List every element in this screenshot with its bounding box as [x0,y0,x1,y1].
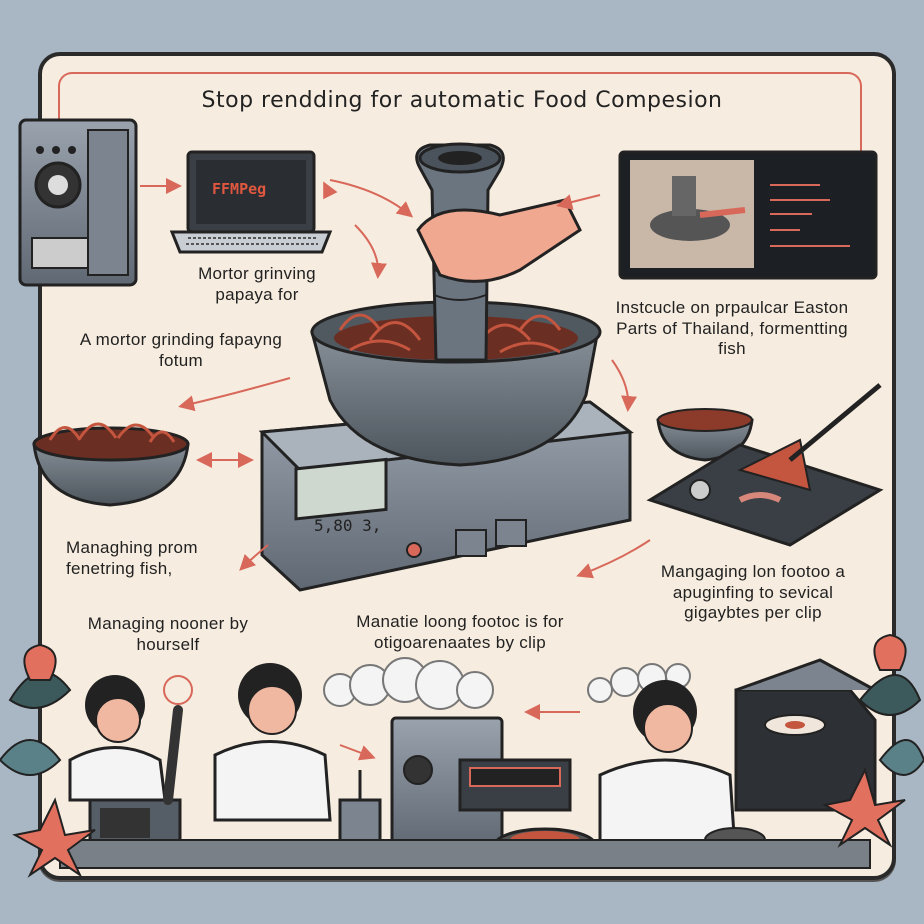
mortar-bowl-icon [310,300,602,467]
caption-mangaging-lon: Mangaging lon footoo a apuginfing to sev… [660,562,846,623]
counter-top [59,839,871,869]
caption-mortor-grinding: A mortor grinding fapayng fotum [79,330,283,370]
flower-right-icon [822,633,924,848]
person-left-icon [68,675,183,805]
laptop-icon [169,150,333,254]
noodle-bowl-icon [32,422,190,507]
caption-instcucle: Instcucle on prpaulcar Easton Parts of T… [615,298,849,359]
poster-title: Stop rendding for automatic Food Compesi… [201,88,723,113]
flower-left-icon [0,643,96,878]
cutting-board-icon [646,383,884,547]
scale-display: 5,80 3, [314,516,382,535]
computer-tower-icon [18,118,138,287]
vacuum-sealer-icon [734,658,877,812]
title-frame [58,72,862,164]
caption-managhing-prom: Managhing prom fenetring fish, [66,538,198,578]
caption-managing-noonner: Managing nooner by hourself [87,614,249,654]
caption-mortor-grinving: Mortor grinving papaya for [198,264,316,304]
pestle-icon [415,142,582,362]
caption-manatie-loong: Manatie loong footoc is for otigoarenaat… [356,612,564,652]
laptop-screen-label: FFMPeg [212,180,267,198]
monitor-icon [618,150,878,280]
person-center-icon [213,663,332,822]
flow-arrows [140,178,651,761]
